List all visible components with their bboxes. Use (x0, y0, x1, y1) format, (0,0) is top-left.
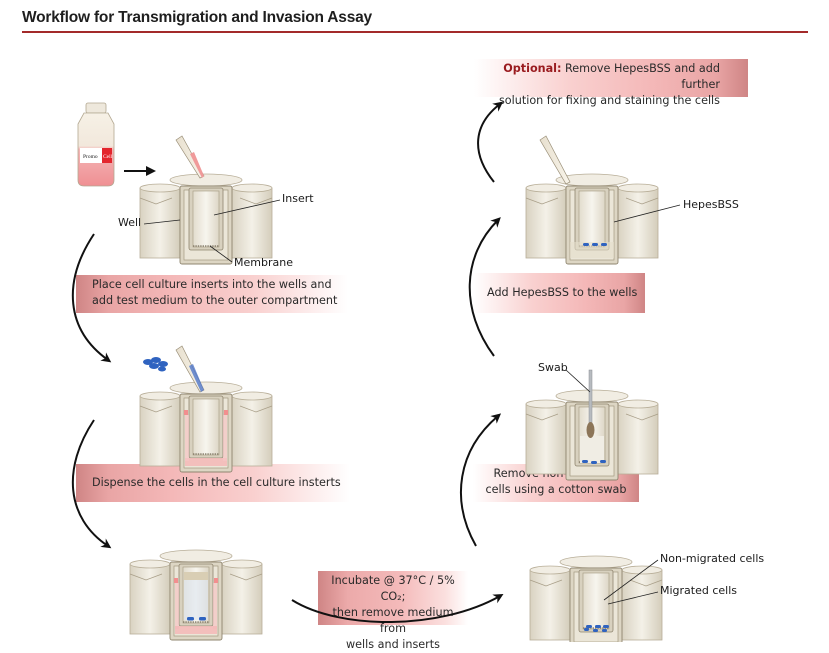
flow-arrow-3 (291, 594, 504, 623)
well-diagram-step-1 (139, 135, 273, 265)
label-hepesbss: HepesBSS (683, 198, 739, 211)
flow-arrow-1 (71, 233, 112, 363)
step-4-text-line2: cells using a cotton swab (485, 483, 627, 496)
step-6-band: Optional: Remove HepesBSS and add furthe… (474, 59, 748, 107)
flow-arrow-4 (459, 413, 502, 547)
step-6-text-line1: Remove HepesBSS and add further (561, 62, 720, 91)
step-1-band: Place cell culture inserts into the well… (76, 275, 348, 313)
flow-arrow-5 (468, 217, 501, 357)
label-swab: Swab (538, 361, 568, 374)
label-membrane: Membrane (234, 256, 293, 269)
bottle-brand-left: Promo (83, 154, 98, 160)
optional-label: Optional: (503, 62, 562, 75)
title-divider (22, 31, 808, 33)
label-migrated-cells: Migrated cells (660, 584, 738, 597)
well-diagram-step-6 (525, 135, 659, 265)
step-1-text-line1: Place cell culture inserts into the well… (92, 278, 332, 291)
step-2-band: Dispense the cells in the cell culture i… (76, 464, 350, 502)
medium-bottle-icon: Promo Cell (77, 102, 115, 187)
flow-arrow-6 (477, 101, 504, 183)
label-well: Well (118, 216, 142, 229)
step-3-text-line1: Incubate @ 37°C / 5% CO₂; (331, 574, 455, 603)
bottle-brand-right: Cell (103, 154, 113, 160)
well-diagram-step-2 (139, 345, 273, 473)
well-diagram-step-5 (525, 389, 659, 481)
step-5-text: Add HepesBSS to the wells (487, 286, 638, 299)
label-non-migrated-cells: Non-migrated cells (660, 552, 765, 565)
step-6-text-line2: solution for fixing and staining the cel… (498, 94, 720, 107)
step-1-text-line2: add test medium to the outer compartment (92, 294, 338, 307)
arrow-right-icon (124, 166, 156, 176)
step-3-text-line2: then remove medium from (332, 606, 454, 635)
step-2-text: Dispense the cells in the cell culture i… (92, 476, 341, 489)
cells-cluster-icon (143, 357, 168, 372)
step-5-band: Add HepesBSS to the wells (473, 273, 645, 313)
well-diagram-step-3 (129, 549, 263, 641)
page-title: Workflow for Transmigration and Invasion… (22, 9, 372, 26)
well-diagram-step-4 (529, 555, 663, 642)
flow-arrow-2 (71, 419, 112, 549)
label-insert: Insert (282, 192, 314, 205)
cotton-swab-icon (586, 369, 595, 438)
